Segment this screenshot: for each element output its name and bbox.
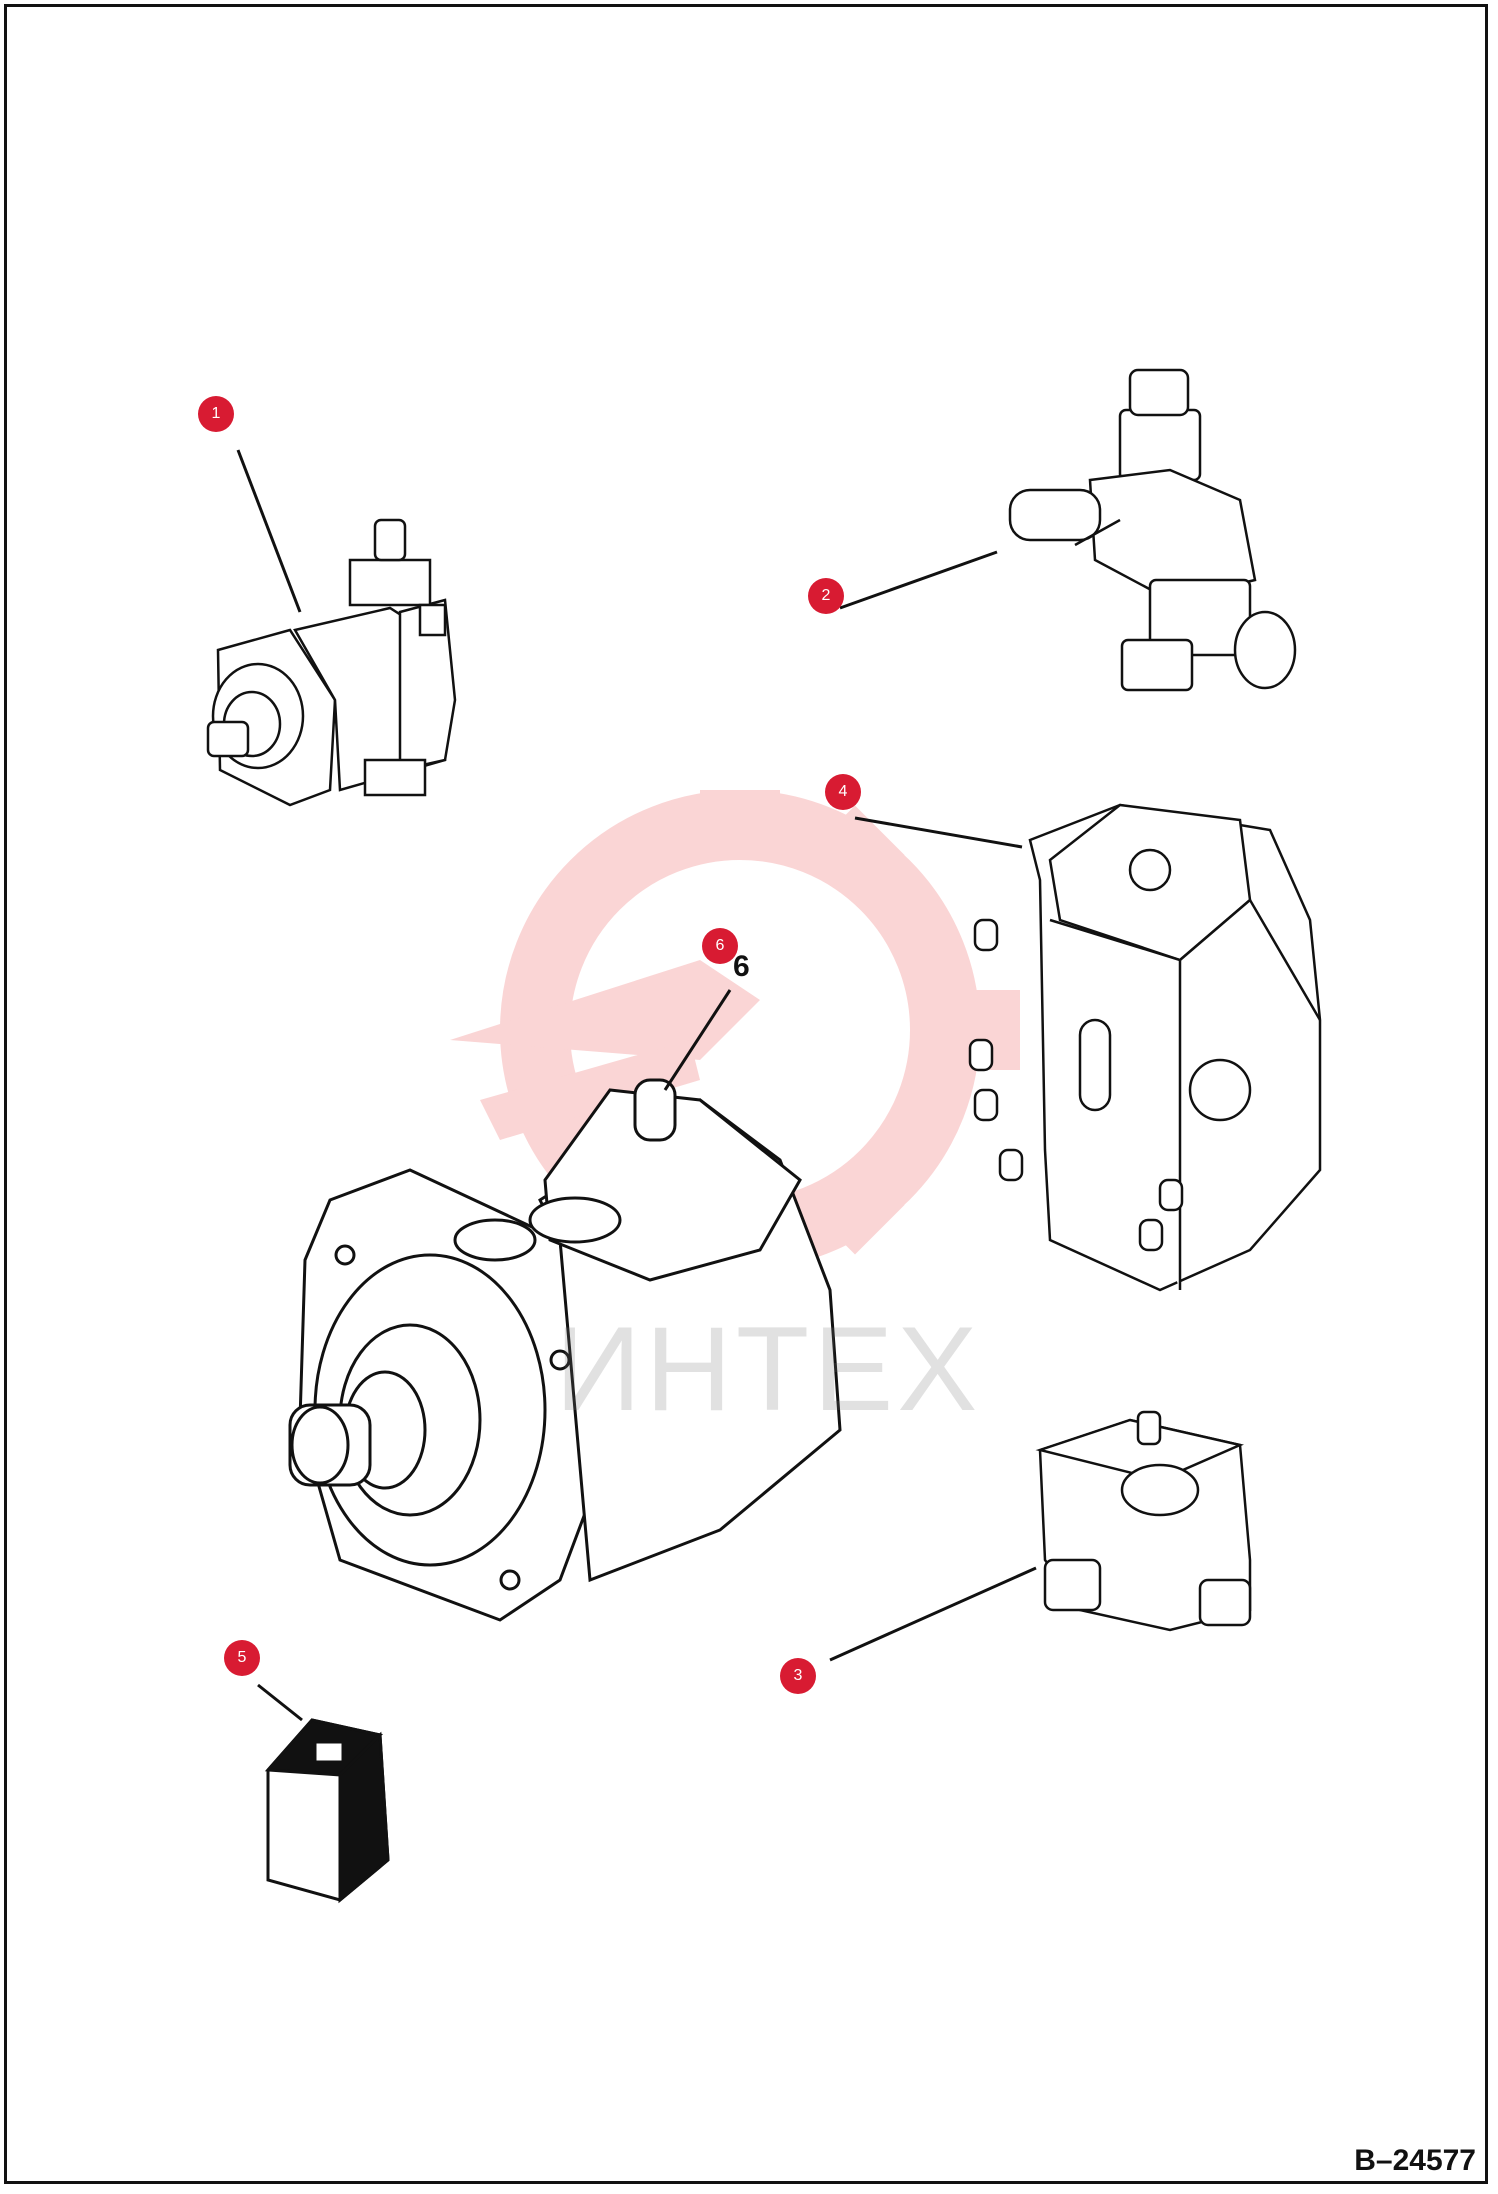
part-1-motor-assembly[interactable]	[206, 518, 457, 807]
watermark-text: ИНТЕХ	[555, 1302, 982, 1436]
callout-6[interactable]: 6	[702, 928, 738, 964]
callout-4[interactable]: 4	[825, 774, 861, 810]
part-4-housing[interactable]	[968, 803, 1322, 1292]
part-2-valve[interactable]	[1008, 368, 1297, 692]
callout-2[interactable]: 2	[808, 578, 844, 614]
part-6-label: 6	[733, 950, 750, 983]
drawing-frame	[4, 4, 1488, 2184]
callout-3[interactable]: 3	[780, 1658, 816, 1694]
part-3-valve-block[interactable]	[1035, 1410, 1252, 1632]
part-6-motor[interactable]	[288, 1078, 842, 1622]
leader-lines	[236, 449, 1037, 1722]
part-5-decal[interactable]	[264, 1718, 390, 1904]
drawing-number: B–24577	[1354, 2144, 1476, 2177]
callout-5[interactable]: 5	[224, 1640, 260, 1676]
callout-1[interactable]: 1	[198, 396, 234, 432]
